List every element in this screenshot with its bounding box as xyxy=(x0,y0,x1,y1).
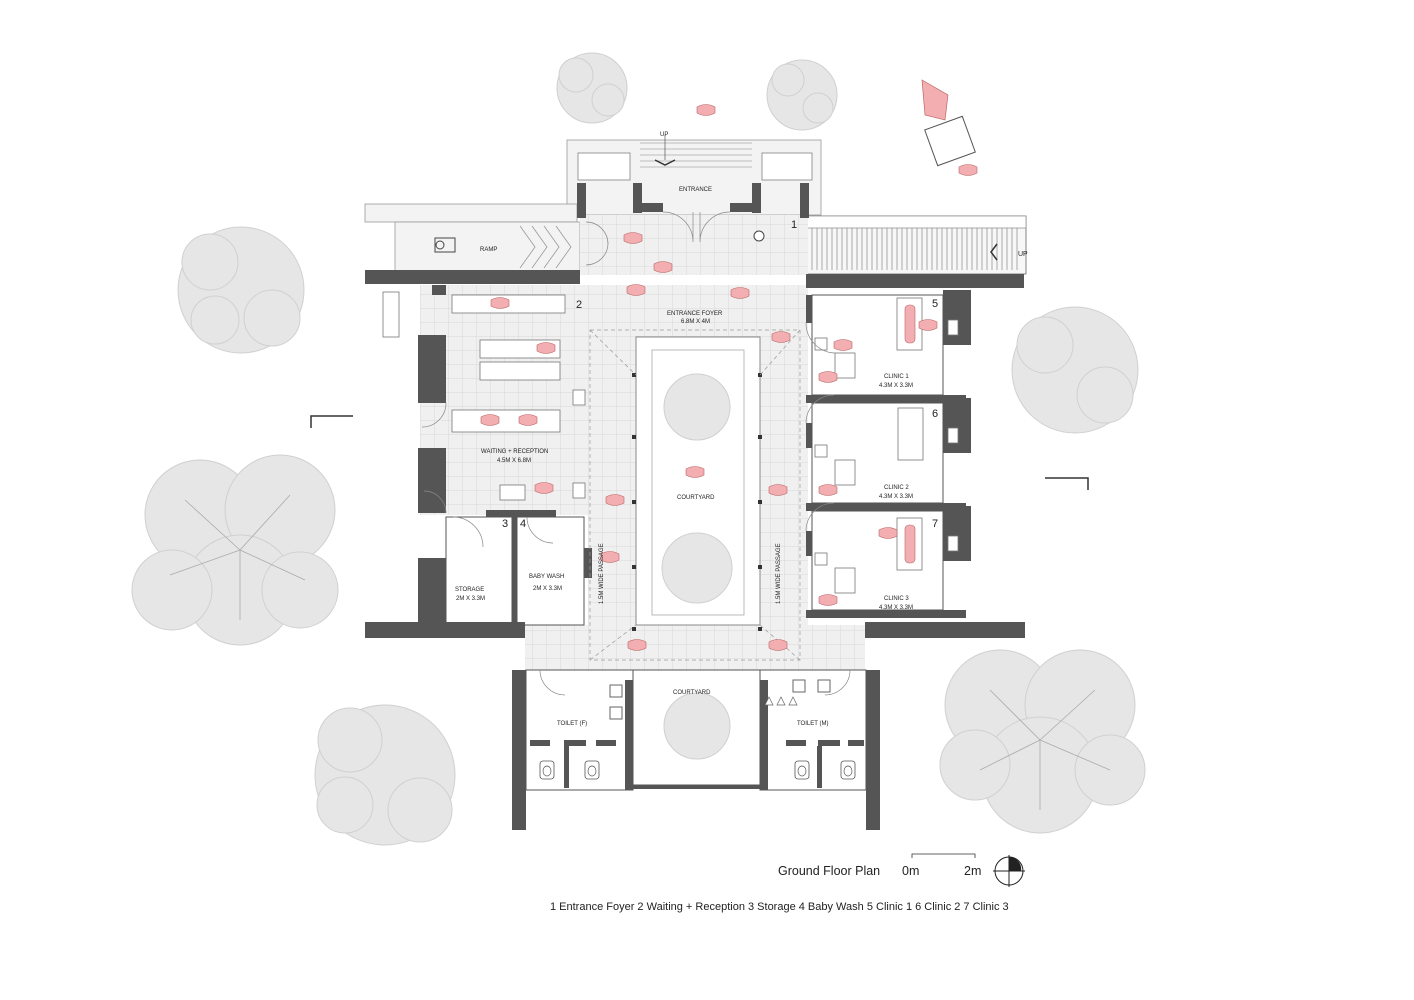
plan-title: Ground Floor Plan xyxy=(778,864,880,878)
tree-left-upper xyxy=(177,226,305,354)
courtyard-main-label: COURTYARD xyxy=(677,495,715,501)
tree-right-upper xyxy=(1011,306,1139,434)
waiting-name: WAITING + RECEPTION xyxy=(481,449,548,455)
walls xyxy=(365,183,1025,830)
courtyard-fence xyxy=(633,785,760,789)
north-arrow-icon xyxy=(993,855,1025,887)
ramp xyxy=(394,221,581,273)
up-arrow-right-icon xyxy=(990,243,998,261)
patient-figures xyxy=(904,304,916,564)
ramp-rail xyxy=(364,203,578,223)
tree-top-middle xyxy=(766,59,838,131)
ramp-label: RAMP xyxy=(480,247,497,253)
entrance-steps xyxy=(640,142,752,168)
room-num-1: 1 xyxy=(791,219,797,231)
room-num-2: 2 xyxy=(576,299,582,311)
foyer-name: ENTRANCE FOYER xyxy=(667,311,723,317)
room-num-5: 5 xyxy=(932,298,938,310)
clinic3-dims: 4.3M X 3.3M xyxy=(879,605,913,611)
baby-icon xyxy=(753,230,765,242)
toilet-fixtures xyxy=(539,679,856,780)
storage-name: STORAGE xyxy=(455,587,484,593)
ramp-chevrons xyxy=(519,225,572,269)
toilet-f-label: TOILET (F) xyxy=(557,721,587,727)
babywash-name: BABY WASH xyxy=(529,574,564,580)
room-num-3: 3 xyxy=(502,518,508,530)
passage-right-label: 1.5M WIDE PASSAGE xyxy=(776,543,782,604)
clinic3-name: CLINIC 3 xyxy=(884,596,909,602)
up-arrow-icon xyxy=(654,159,676,166)
room-num-4: 4 xyxy=(520,518,526,530)
tree-left-lower xyxy=(131,454,339,646)
wheelchair-icon xyxy=(434,237,456,253)
section-markers xyxy=(310,415,1089,490)
up-label-right: UP xyxy=(1018,251,1028,258)
foyer-dims: 6.8M X 4M xyxy=(681,319,710,325)
scale-start: 0m xyxy=(902,864,919,878)
room-legend: 1 Entrance Foyer 2 Waiting + Reception 3… xyxy=(550,901,1009,913)
scale-bar xyxy=(911,853,976,858)
tree-top-left xyxy=(556,52,628,124)
trees xyxy=(131,52,1146,846)
passage-left-label: 1.5M WIDE PASSAGE xyxy=(599,543,605,604)
room-num-6: 6 xyxy=(932,408,938,420)
waiting-dims: 4.5M X 6.8M xyxy=(497,458,531,464)
tree-bottom-left xyxy=(314,704,456,846)
columns xyxy=(632,373,762,631)
toilet-m-label: TOILET (M) xyxy=(797,721,828,727)
babywash-dims: 2M X 3.3M xyxy=(533,586,562,592)
clinic2-dims: 4.3M X 3.3M xyxy=(879,494,913,500)
canopy-lines xyxy=(589,329,801,661)
up-label-top: UP xyxy=(660,132,668,138)
tree-branches xyxy=(169,494,1111,810)
room-num-7: 7 xyxy=(932,518,938,530)
room-labels: UP ENTRANCE RAMP UP 1 2 3 4 5 6 7 ENTRAN… xyxy=(455,132,1028,727)
thin-walls xyxy=(445,294,944,791)
clinic2-name: CLINIC 2 xyxy=(884,485,909,491)
clinic1-name: CLINIC 1 xyxy=(884,374,909,380)
stair-treads xyxy=(805,215,1027,270)
planter-right xyxy=(761,152,813,181)
courtyard-trees xyxy=(661,373,733,604)
clinic1-dims: 4.3M X 3.3M xyxy=(879,383,913,389)
rear-courtyard-tree xyxy=(663,692,731,760)
pram-icon xyxy=(921,79,976,167)
entrance-label: ENTRANCE xyxy=(679,187,712,193)
door-swings xyxy=(421,211,851,696)
planter-left xyxy=(577,152,631,181)
scale-end: 2m xyxy=(964,864,981,878)
storage-dims: 2M X 3.3M xyxy=(456,596,485,602)
stair-rail xyxy=(805,215,1027,229)
courtyard-rear-label: COURTYARD xyxy=(673,690,711,696)
